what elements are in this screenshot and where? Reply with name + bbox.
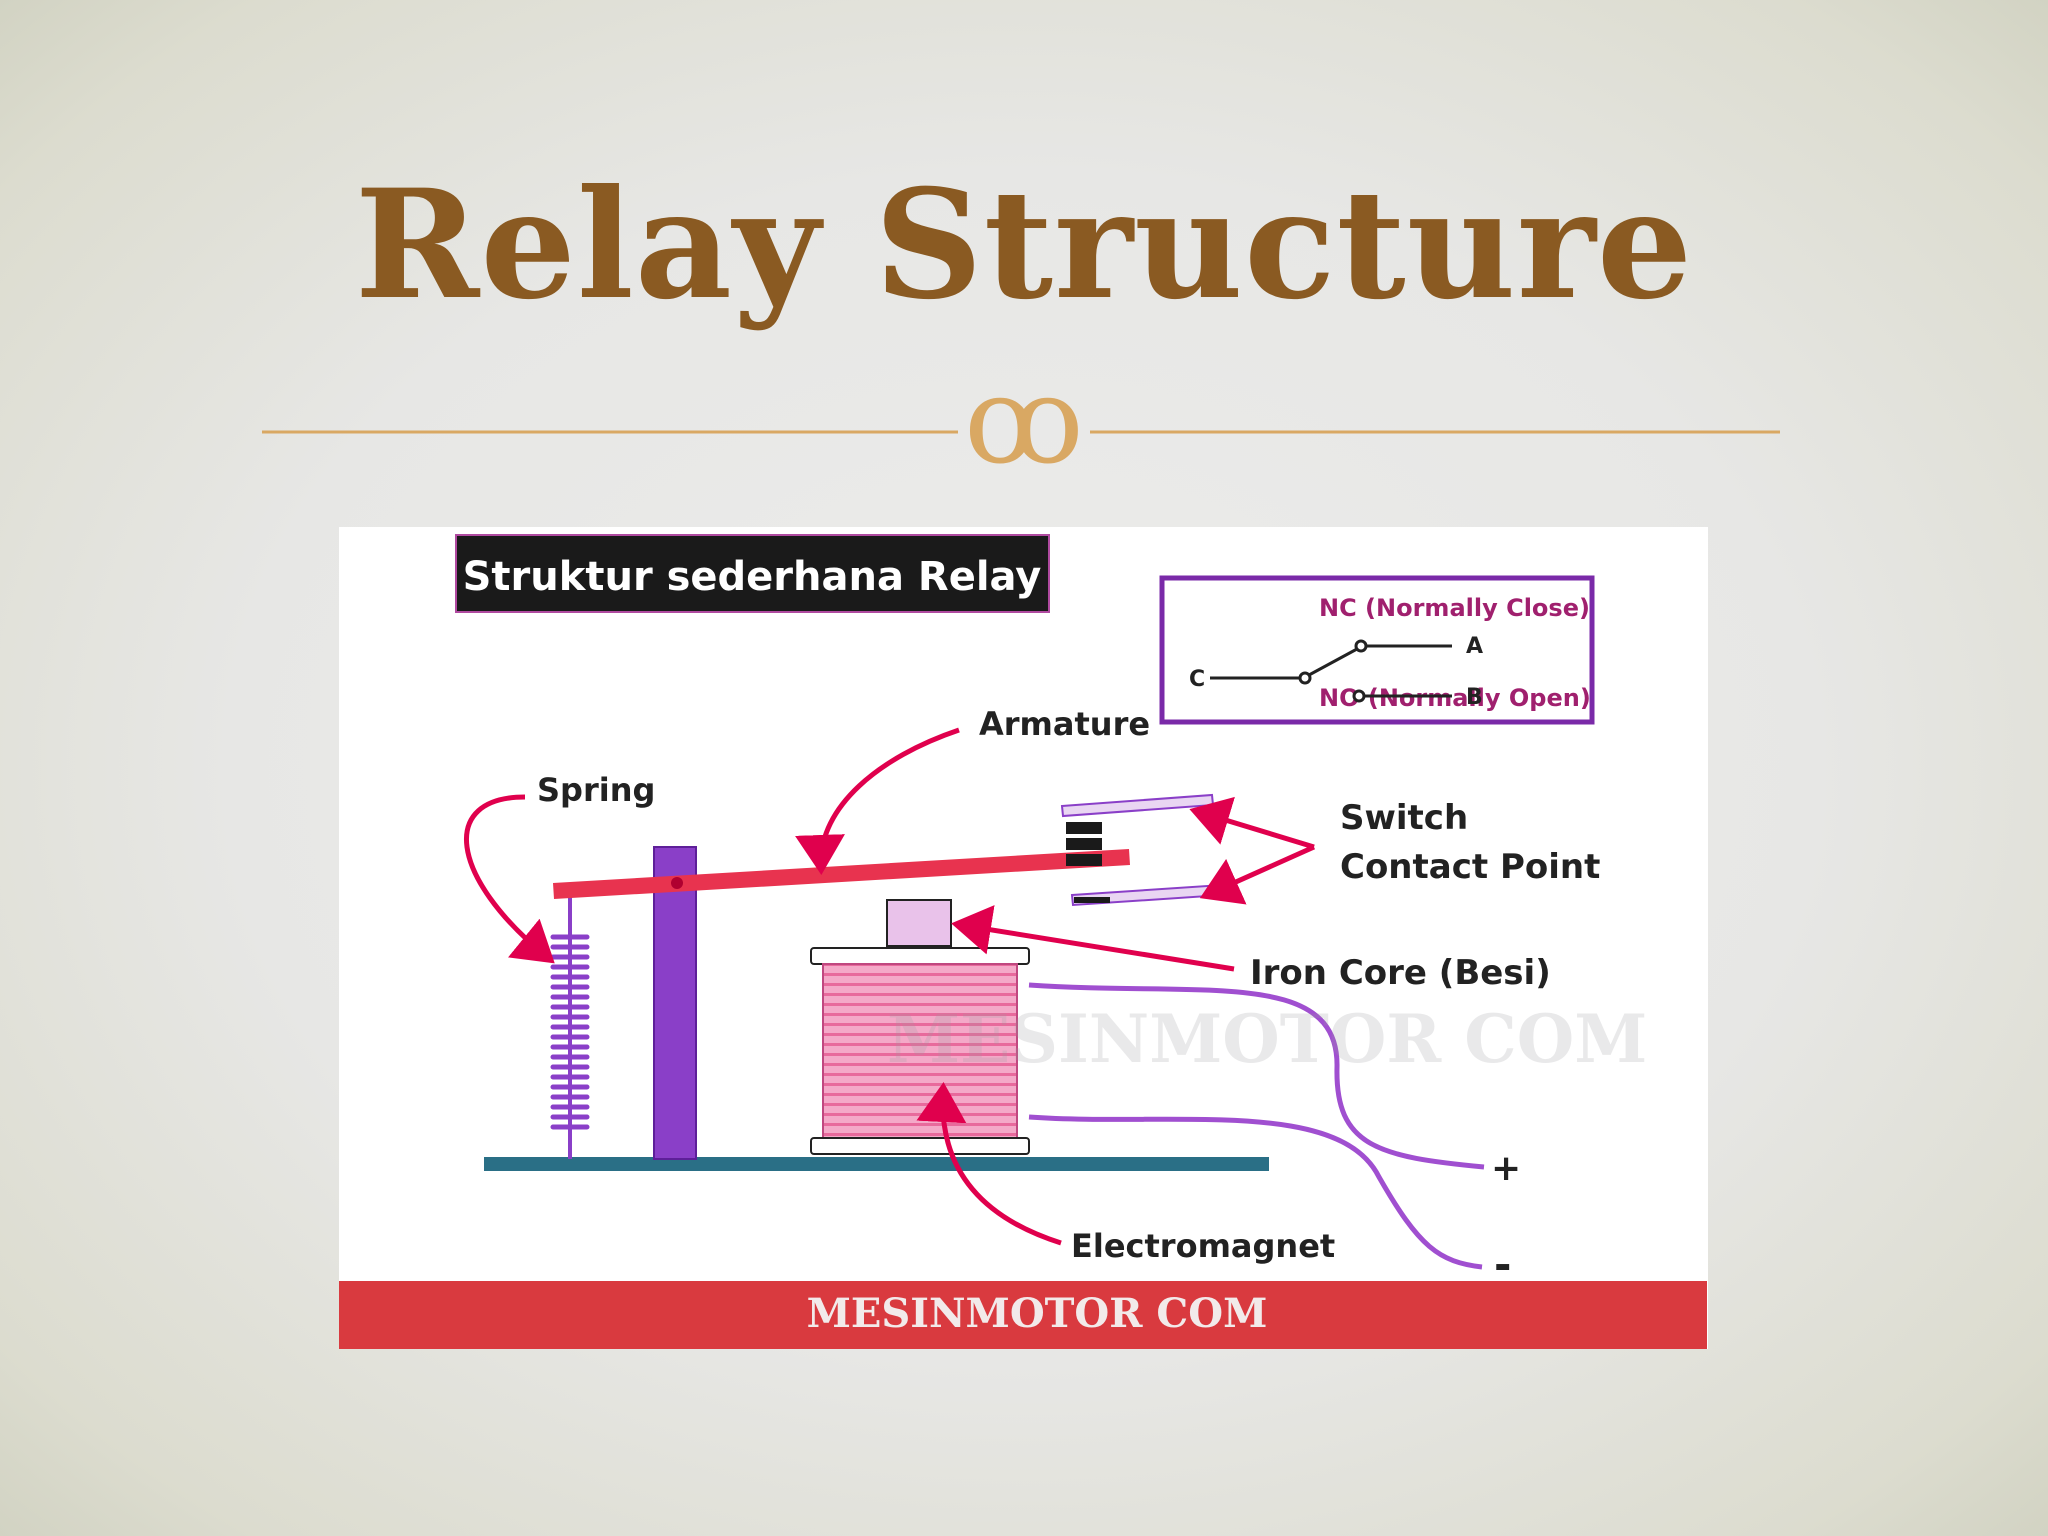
label-iron-core: Iron Core (Besi) <box>1250 953 1551 993</box>
arrow-spring <box>464 794 555 964</box>
footer-text: MESINMOTOR COM <box>807 1290 1268 1337</box>
footer-bar <box>339 1281 1707 1349</box>
label-switch-line2: Contact Point <box>1340 847 1600 887</box>
iron-core <box>886 899 952 947</box>
label-spring: Spring <box>537 771 655 809</box>
arrow-armature <box>795 727 960 875</box>
spring <box>550 897 590 1159</box>
pivot-post <box>653 846 697 1160</box>
figure-heading-box: Struktur sederhana Relay <box>455 534 1050 613</box>
legend-nc-label: NC (Normally Close) <box>1319 594 1590 622</box>
figure-heading: Struktur sederhana Relay <box>463 554 1042 600</box>
label-minus: - <box>1494 1240 1511 1289</box>
wire-negative <box>1028 1114 1483 1270</box>
label-electromagnet: Electromagnet <box>1071 1227 1335 1265</box>
legend-terminal-b: B <box>1466 685 1483 710</box>
label-plus: + <box>1491 1148 1521 1189</box>
legend-terminal-a: A <box>1466 634 1483 659</box>
arrow-iron-core <box>951 905 1235 972</box>
slide-title: Relay Structure <box>354 157 1694 333</box>
label-switch-line1: Switch <box>1340 798 1468 838</box>
legend-terminal-c: C <box>1189 667 1205 692</box>
arrow-electromagnet <box>916 1082 1062 1246</box>
wire-positive <box>1028 982 1485 1170</box>
label-armature: Armature <box>979 705 1150 743</box>
ornament-icon: ꝏ <box>964 370 1084 480</box>
pivot-pin <box>671 877 683 889</box>
arrow-switch-top <box>1189 796 1315 850</box>
watermark: MESINMOTOR COM <box>887 1000 1647 1078</box>
legend-border <box>1159 575 1595 725</box>
switch-legend: NC (Normally Close) NO (Normally Open) C… <box>1159 575 1595 725</box>
relay-figure: Struktur sederhana Relay NC (Normally Cl… <box>339 527 1708 1349</box>
title-divider: ꝏ <box>262 370 1780 480</box>
arrow-switch-bottom <box>1199 844 1316 905</box>
base-plate <box>484 1157 1269 1171</box>
